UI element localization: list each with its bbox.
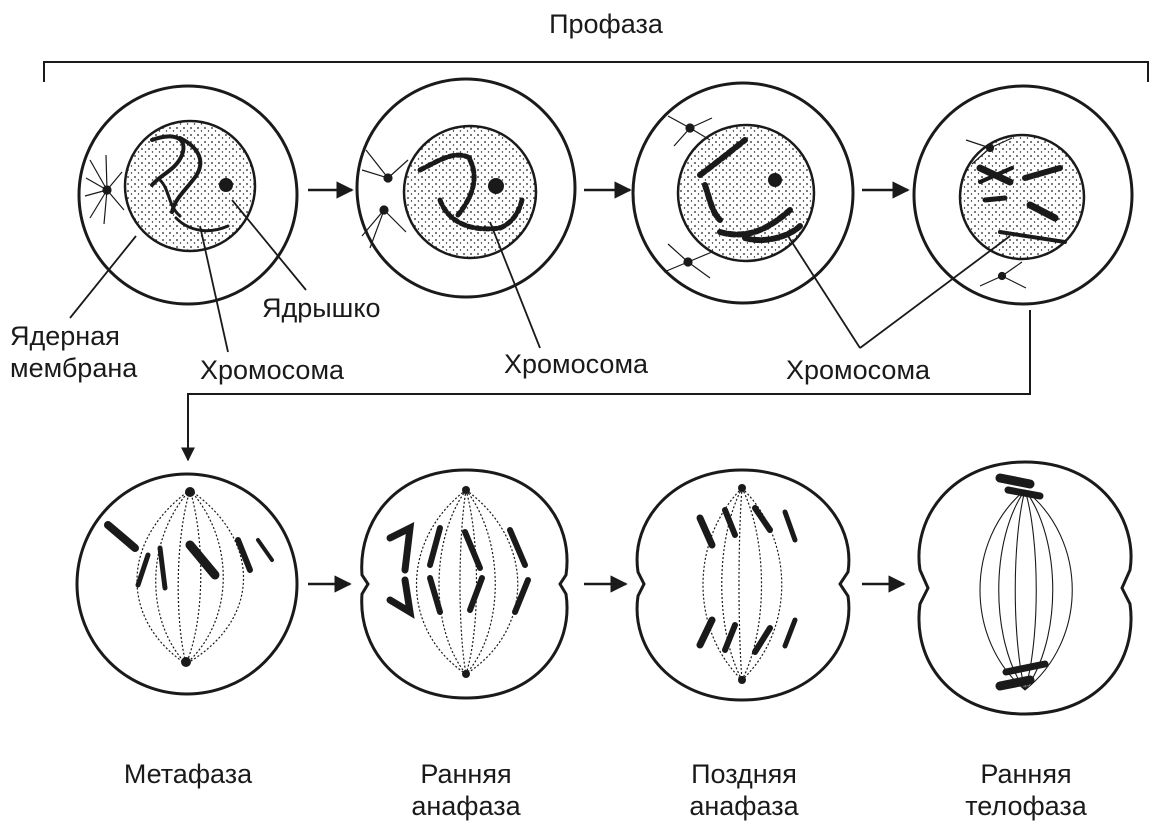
centrosome-bottom (738, 676, 746, 684)
label-nucleolus: Ядрышко (262, 292, 380, 324)
prophase-title: Профаза (496, 8, 716, 40)
label-chromosome-2: Хромосома (504, 348, 648, 380)
label-chromosome-1: Хромосома (200, 354, 344, 386)
centrosome-top (738, 484, 746, 492)
centrosome-bottom (462, 670, 470, 678)
cell-membrane (919, 462, 1131, 714)
nucleolus (768, 173, 782, 187)
cell-early-anaphase (362, 470, 567, 698)
cell-early-telophase (919, 462, 1131, 714)
cell-metaphase (77, 474, 297, 694)
cell-prophase-3 (633, 83, 853, 303)
cell-prophase-2 (357, 79, 575, 297)
centrosome-bottom (181, 657, 191, 667)
centrosome-top (185, 487, 195, 497)
centrosome-top (462, 486, 470, 494)
stage-label-metaphase: Метафаза (88, 758, 288, 790)
nucleolus (219, 178, 233, 192)
stage-label-early-anaphase: Ранняя анафаза (366, 758, 566, 822)
stage-label-late-anaphase: Поздняя анафаза (644, 758, 844, 822)
label-nuclear-membrane: Ядерная мембрана (10, 320, 137, 384)
prophase-bracket (44, 62, 1148, 82)
nucleolus (488, 178, 504, 194)
cell-late-anaphase (637, 470, 849, 700)
stage-label-early-telophase: Ранняя телофаза (926, 758, 1126, 822)
cell-membrane (362, 470, 567, 698)
cell-membrane (637, 470, 849, 700)
cell-prophase-4 (914, 86, 1132, 304)
label-chromosome-3: Хромосома (786, 354, 930, 386)
cell-prophase-1 (79, 86, 297, 304)
